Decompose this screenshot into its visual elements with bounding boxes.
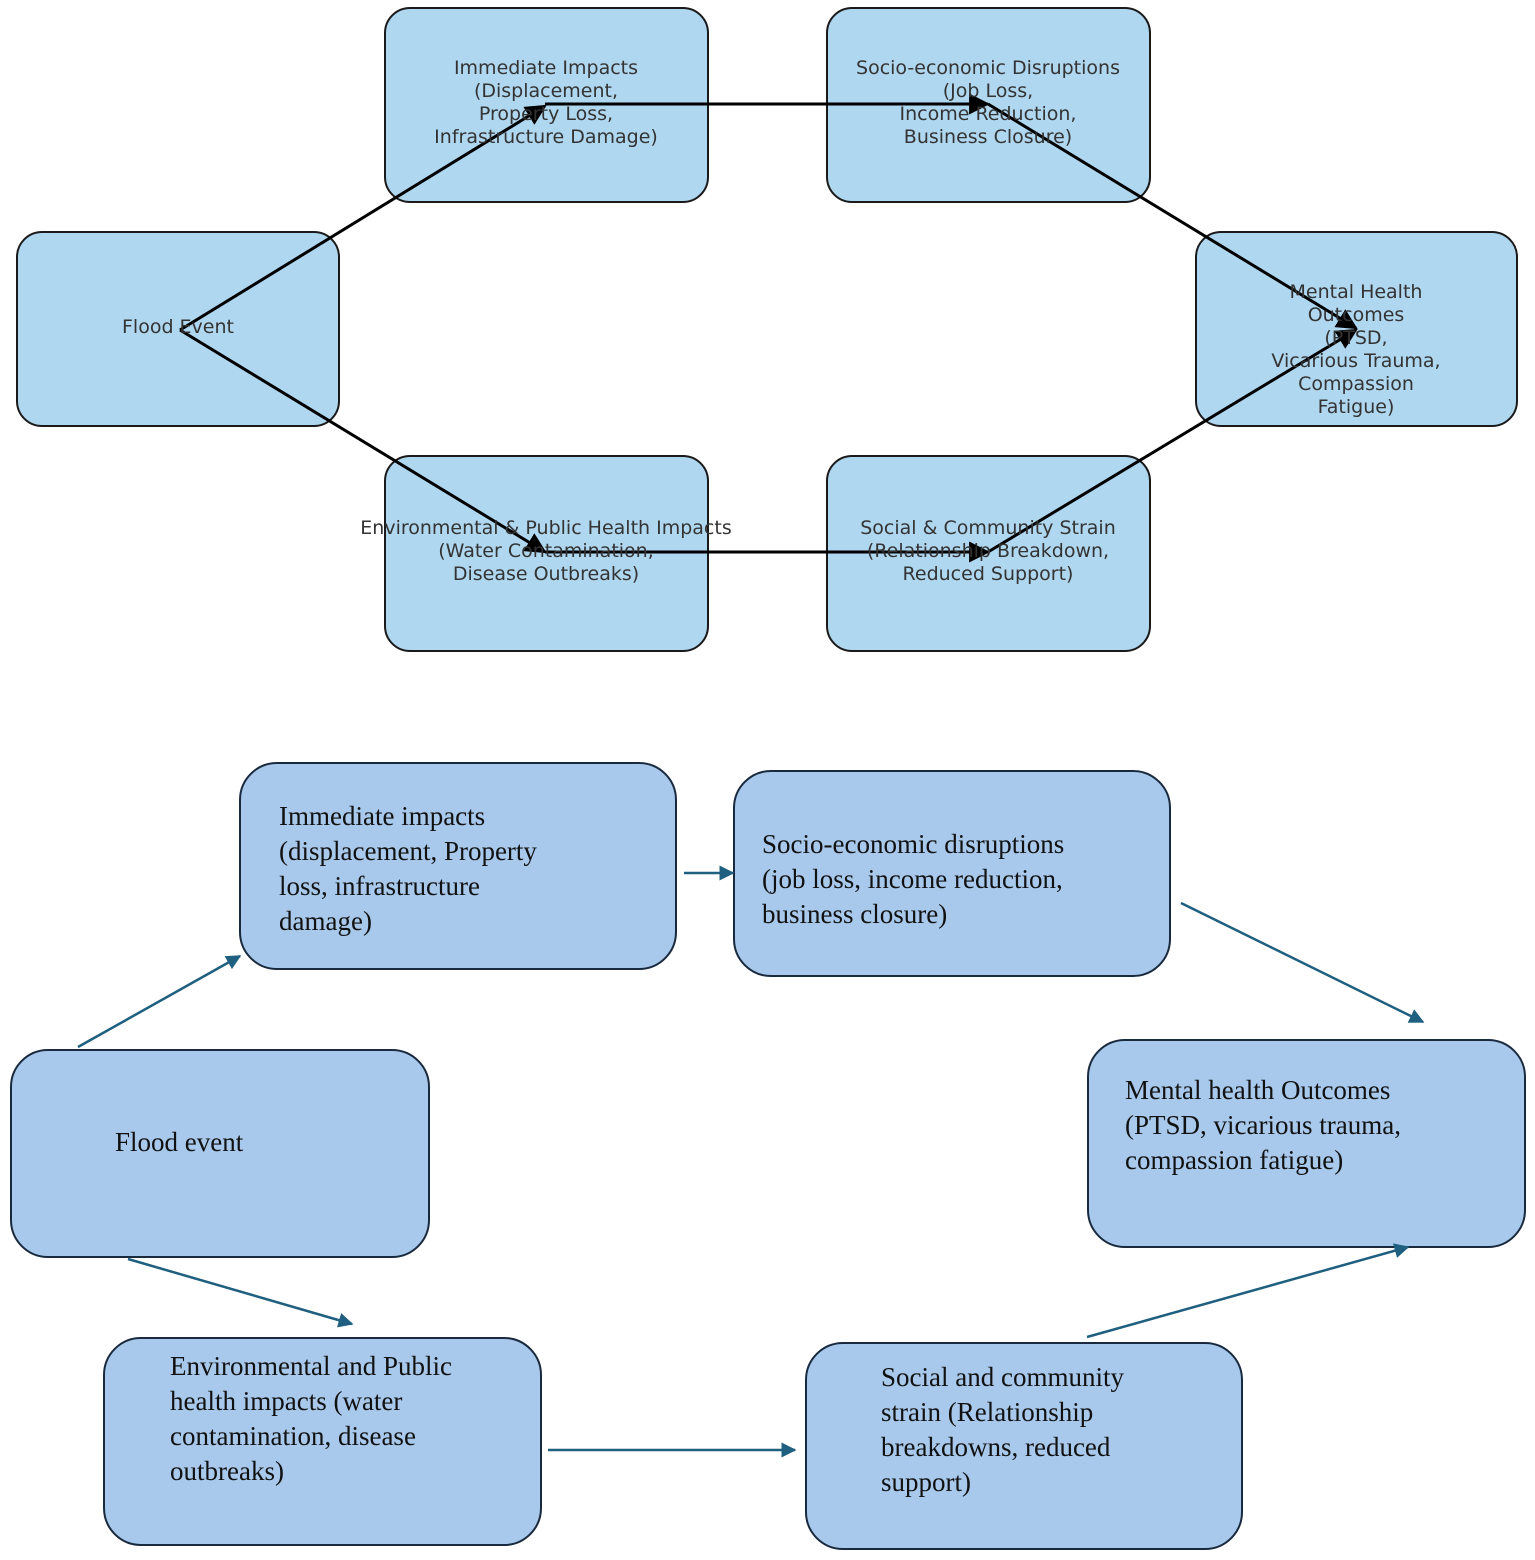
bottom-edge-flood-immediate [77,954,242,1049]
bottom-node-flood-box [10,1049,430,1258]
bottom-node-flood-label: Flood event [115,1127,244,1157]
top-node-immediate-label: Immediate Impacts (Displacement, Propert… [434,57,658,148]
top-node-environmental-label: Environmental & Public Health Impacts (W… [360,517,732,585]
bottom-node-socio-label: Socio-economic disruptions (job loss, in… [762,829,1065,929]
bottom-node-environmental-box [103,1337,542,1546]
top-node-flood-label: Flood Event [122,316,234,338]
bottom-node-immediate-label: Immediate impacts (displacement, Propert… [279,801,537,936]
bottom-node-socio-box [733,770,1171,977]
top-node-social-label: Social & Community Strain (Relationship … [860,517,1116,585]
bottom-edge-socio-mental [1180,901,1425,1024]
bottom-node-social-box [805,1342,1243,1550]
bottom-edge-social-mental [1086,1243,1410,1339]
bottom-node-mental-label: Mental health Outcomes (PTSD, vicarious … [1125,1075,1401,1175]
bottom-node-environmental-label: Environmental and Public health impacts … [170,1351,452,1486]
top-node-mental-label: Mental Health Outcomes (PTSD, Vicarious … [1271,281,1441,418]
bottom-node-mental-box [1087,1039,1526,1248]
bottom-node-immediate-box [239,762,677,970]
bottom-edge-flood-environmental [127,1257,354,1328]
bottom-node-social-label: Social and community strain (Relationshi… [881,1362,1124,1497]
top-node-socio-label: Socio-economic Disruptions (Job Loss, In… [856,57,1120,148]
